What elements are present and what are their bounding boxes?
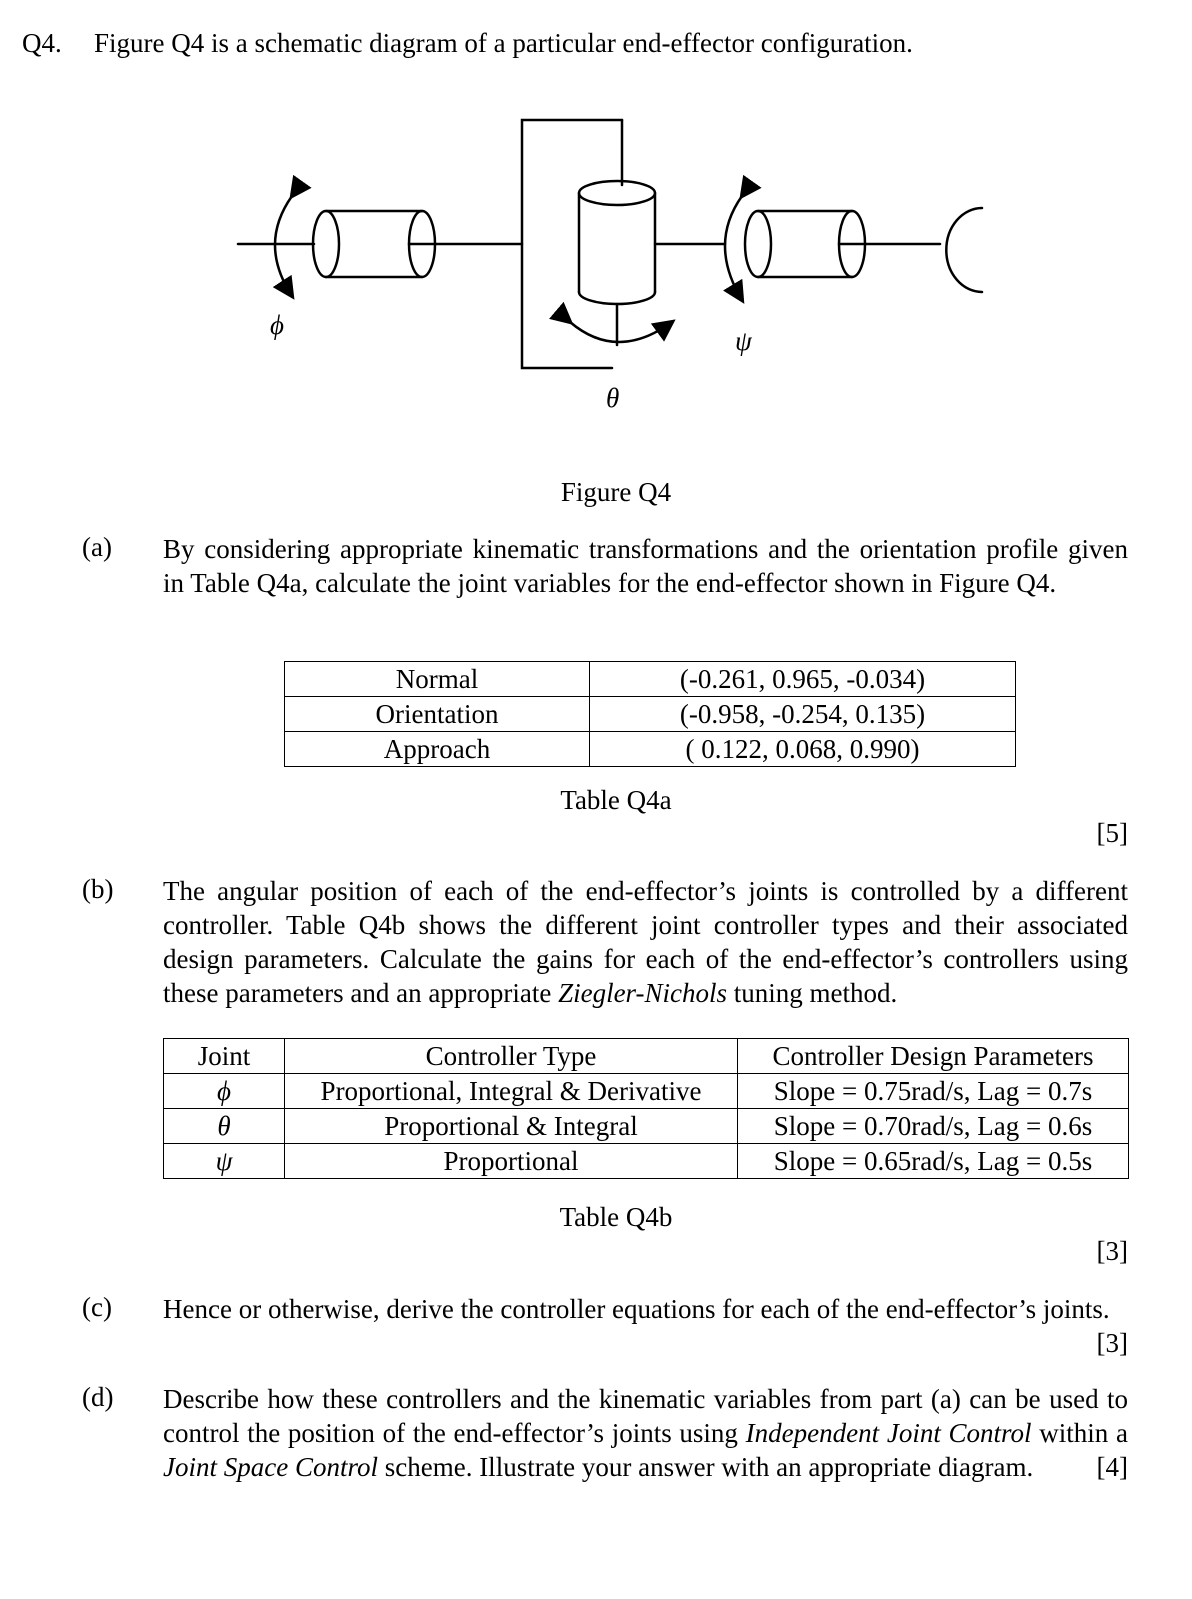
part-b-label: (b)	[82, 874, 114, 904]
part-b-italic: Ziegler-Nichols	[558, 978, 728, 1008]
gripper-icon	[945, 206, 984, 294]
part-d-text-1: Describe how these controllers and the k…	[163, 1384, 1128, 1448]
psi-label: ψ	[735, 326, 752, 356]
psi-joint-cylinder	[743, 209, 942, 279]
table-cell: θ	[163, 1108, 285, 1144]
table-cell: ψ	[163, 1143, 285, 1179]
table-cell: (-0.958, -0.254, 0.135)	[589, 696, 1016, 732]
question-number: Q4.	[22, 28, 62, 58]
part-b-text: The angular position of each of the end-…	[163, 874, 1128, 1010]
part-b-text-1: The angular position of each of the end-…	[163, 876, 1128, 1008]
table-cell: (-0.261, 0.965, -0.034)	[589, 661, 1016, 697]
phi-joint-cylinder	[236, 209, 524, 279]
table-row: Approach ( 0.122, 0.068, 0.990)	[284, 731, 1016, 767]
part-b-text-2: tuning method.	[727, 978, 898, 1008]
end-effector-schematic	[236, 118, 984, 370]
question-stem: Figure Q4 is a schematic diagram of a pa…	[94, 28, 913, 58]
part-a-marks: [5]	[1096, 818, 1128, 848]
table-q4a-caption: Table Q4a	[560, 785, 672, 815]
theta-rotation-arrow	[548, 301, 676, 344]
part-c-marks: [3]	[1096, 1328, 1128, 1358]
part-b-marks: [3]	[1096, 1236, 1128, 1266]
table-cell: Proportional, Integral & Derivative	[284, 1073, 738, 1109]
table-cell: Slope = 0.70rad/s, Lag = 0.6s	[737, 1108, 1129, 1144]
table-cell: Approach	[284, 731, 590, 767]
table-cell: Proportional & Integral	[284, 1108, 738, 1144]
part-c-text: Hence or otherwise, derive the controlle…	[163, 1292, 1128, 1360]
part-c-label: (c)	[82, 1292, 112, 1322]
theta-joint-cylinder	[577, 179, 727, 347]
table-row: ψ Proportional Slope = 0.65rad/s, Lag = …	[163, 1143, 1129, 1179]
part-d-italic-2: Joint Space Control	[163, 1452, 378, 1482]
part-a-label: (a)	[82, 532, 112, 562]
table-row: θ Proportional & Integral Slope = 0.70ra…	[163, 1108, 1129, 1144]
table-header-cell: Controller Type	[284, 1038, 738, 1074]
table-cell: ϕ	[163, 1073, 285, 1109]
table-cell: ( 0.122, 0.068, 0.990)	[589, 731, 1016, 767]
part-c-body: Hence or otherwise, derive the controlle…	[163, 1294, 1110, 1324]
table-cell: Slope = 0.75rad/s, Lag = 0.7s	[737, 1073, 1129, 1109]
phi-rotation-arrow	[272, 174, 312, 300]
table-row: ϕ Proportional, Integral & Derivative Sl…	[163, 1073, 1129, 1109]
table-header-row: Joint Controller Type Controller Design …	[163, 1038, 1129, 1074]
frame-bracket	[520, 118, 624, 370]
table-row: Normal (-0.261, 0.965, -0.034)	[284, 661, 1016, 697]
table-cell: Proportional	[284, 1143, 738, 1179]
psi-rotation-arrow	[723, 174, 762, 304]
part-d-label: (d)	[82, 1382, 114, 1412]
part-d-italic-1: Independent Joint Control	[745, 1418, 1032, 1448]
part-d-marks: [4]	[1096, 1452, 1128, 1482]
phi-label: ϕ	[270, 310, 284, 340]
figure-caption: Figure Q4	[560, 477, 672, 507]
theta-label: θ	[606, 383, 620, 413]
table-header-cell: Controller Design Parameters	[737, 1038, 1129, 1074]
table-cell: Normal	[284, 661, 590, 697]
part-d-text: Describe how these controllers and the k…	[163, 1382, 1128, 1484]
table-row: Orientation (-0.958, -0.254, 0.135)	[284, 696, 1016, 732]
part-a-text: By considering appropriate kinematic tra…	[163, 534, 1128, 598]
table-q4b-caption: Table Q4b	[559, 1202, 673, 1232]
table-q4a: Normal (-0.261, 0.965, -0.034) Orientati…	[284, 661, 1016, 767]
table-q4b: Joint Controller Type Controller Design …	[163, 1038, 1129, 1179]
table-header-cell: Joint	[163, 1038, 285, 1074]
table-cell: Slope = 0.65rad/s, Lag = 0.5s	[737, 1143, 1129, 1179]
table-cell: Orientation	[284, 696, 590, 732]
part-d-text-3: scheme. Illustrate your answer with an a…	[377, 1452, 1034, 1482]
part-d-text-2: within a	[1031, 1418, 1128, 1448]
